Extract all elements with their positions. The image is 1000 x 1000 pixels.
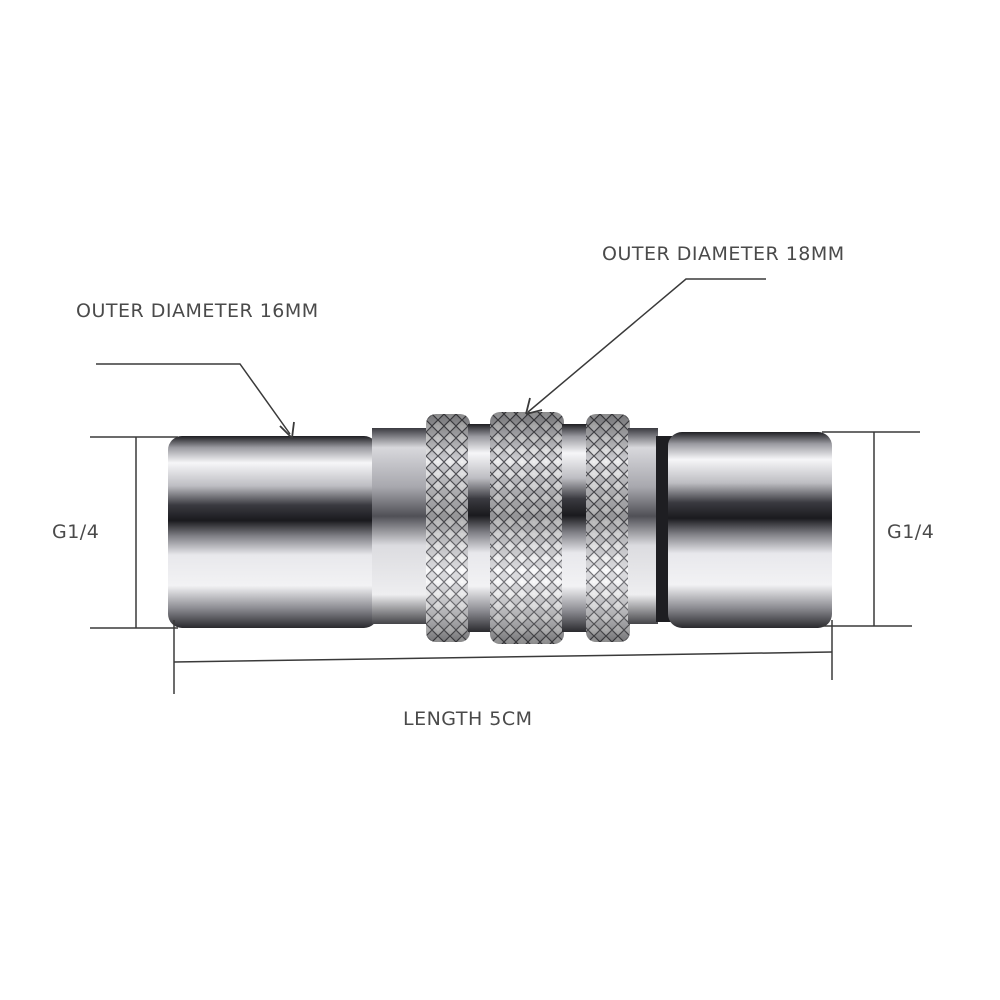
left-neck [372,428,432,624]
groove-right [562,424,588,632]
arrowhead-od18 [525,397,543,415]
outer-diameter-18-label: OUTER DIAMETER 18MM [602,243,845,265]
leader-od18 [527,278,766,413]
outer-diameter-16-label: OUTER DIAMETER 16MM [76,300,319,322]
thread-right-label: G1/4 [887,521,935,543]
dim-length-horizontal [173,651,833,663]
right-sleeve [668,432,832,628]
length-label: LENGTH 5CM [403,708,533,730]
left-sleeve [168,436,378,628]
arrowhead-od16 [279,421,295,439]
groove-left [468,424,492,632]
right-collar [628,428,658,624]
leader-od16 [96,363,291,435]
thread-left-label: G1/4 [52,521,100,543]
